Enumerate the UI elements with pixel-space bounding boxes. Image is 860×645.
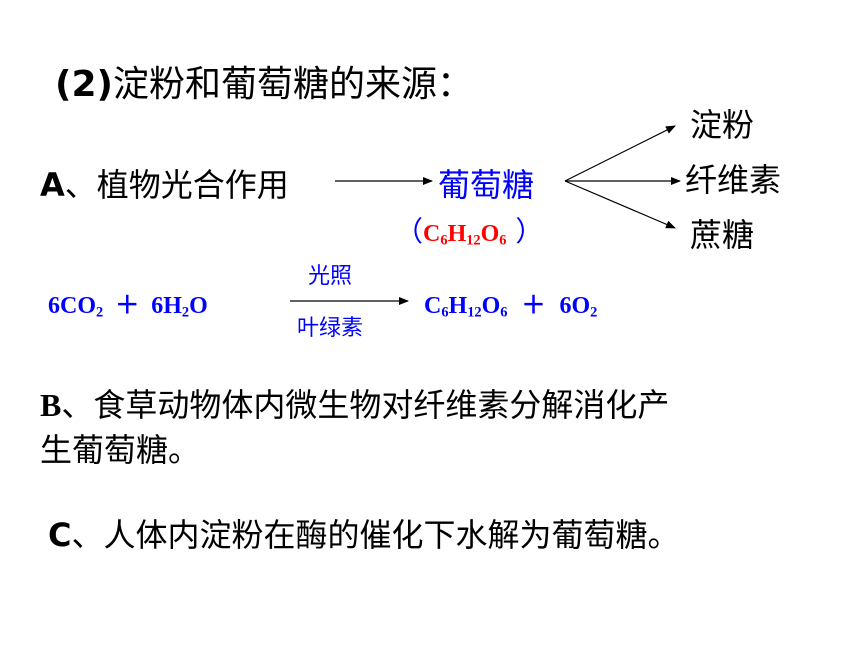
page-title: (2)淀粉和葡萄糖的来源： (55, 55, 473, 107)
glucose-formula: （C6H12O6 ） (395, 210, 543, 250)
output-starch: 淀粉 (690, 106, 755, 144)
product-glucose: C6H12O6 (424, 293, 508, 321)
product-o2: 6O2 (559, 293, 598, 321)
arrow-to-sucrose (564, 180, 676, 229)
reactant-h2o: 6H2O (151, 293, 208, 321)
output-sucrose: 蔗糖 (690, 216, 755, 254)
reactants: 6CO2 ＋ 6H2O (48, 285, 208, 320)
reactant-co2: 6CO2 (48, 293, 104, 321)
section-c-text: 、人体内淀粉在酶的催化下水解为葡萄糖。 (71, 516, 680, 554)
glucose-formula-text: C6H12O6 (423, 221, 507, 249)
arrow-to-starch (564, 125, 676, 182)
section-c-label: C (48, 516, 72, 554)
output-cellulose: 纤维素 (685, 161, 782, 199)
plus-sign-2: ＋ (521, 293, 546, 319)
section-a-label: A (40, 166, 65, 204)
section-a-line: A、植物光合作用 (40, 160, 289, 206)
section-b-line2: 生葡萄糖。 (40, 431, 201, 469)
formula-close-paren: ） (515, 215, 544, 248)
section-b-label: B (40, 387, 62, 423)
section-a-text: 、植物光合作用 (64, 166, 289, 204)
products: C6H12O6 ＋ 6O2 (424, 285, 597, 320)
section-b-text1: 、食草动物体内微生物对纤维素分解消化产 (61, 386, 670, 424)
section-c-line: C、人体内淀粉在酶的催化下水解为葡萄糖。 (48, 510, 680, 556)
title-prefix: (2) (55, 64, 113, 105)
formula-open-paren: （ (395, 215, 424, 248)
condition-light: 光照 (308, 264, 353, 289)
plus-sign-1: ＋ (115, 293, 140, 319)
section-b-line1: B、食草动物体内微生物对纤维素分解消化产 (40, 380, 669, 426)
condition-chlorophyll: 叶绿素 (297, 316, 364, 341)
glucose-label: 葡萄糖 (438, 166, 535, 204)
title-text: 淀粉和葡萄糖的来源： (112, 64, 473, 105)
